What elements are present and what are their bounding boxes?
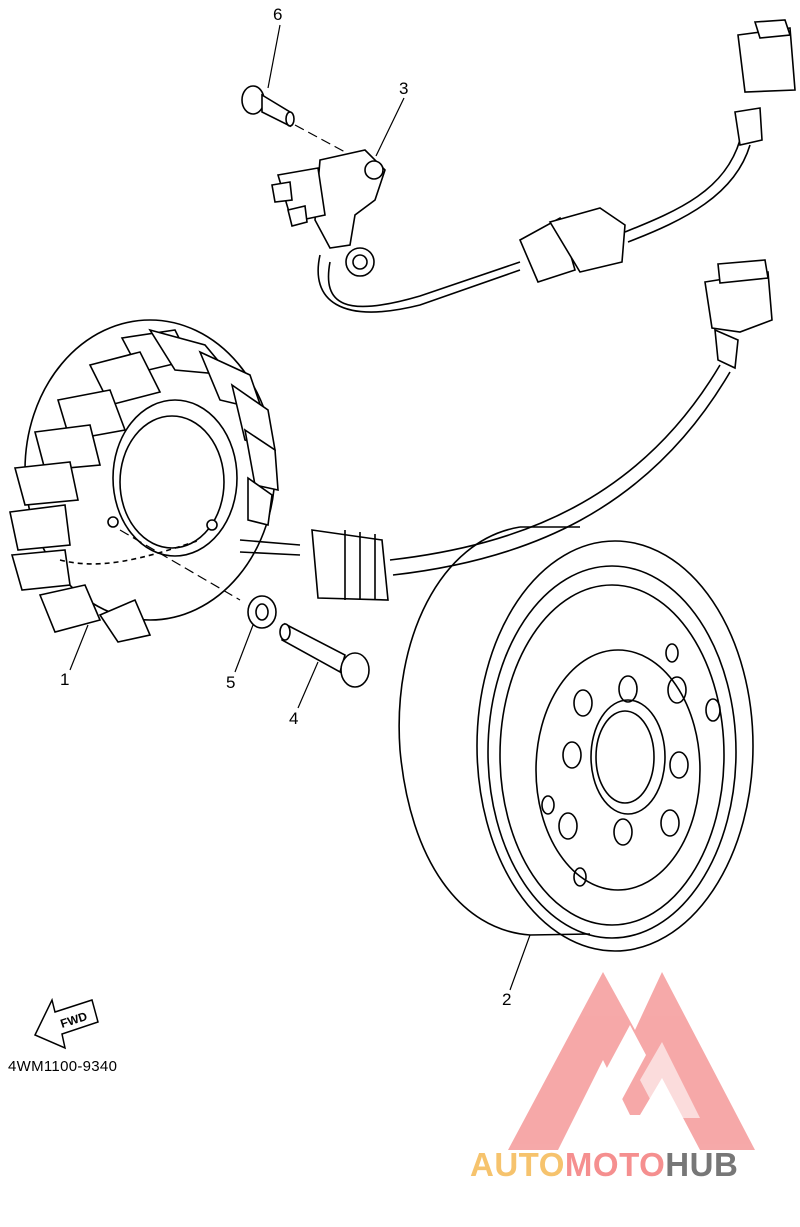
watermark-auto: AUTO — [470, 1146, 565, 1183]
flywheel-rotor-icon — [398, 526, 754, 952]
callout-6: 6 — [273, 5, 283, 24]
fwd-arrow-icon: FWD — [33, 997, 99, 1050]
pickup-coil-icon — [271, 19, 796, 313]
pickup-screw-icon — [241, 85, 295, 128]
washer-icon — [247, 595, 277, 629]
callout-5: 5 — [226, 673, 236, 692]
watermark-moto: MOTO — [564, 1146, 666, 1183]
watermark-logo-icon — [508, 972, 755, 1150]
stator-bolt-icon — [279, 622, 370, 688]
callout-2: 2 — [502, 990, 512, 1009]
callout-1: 1 — [60, 670, 70, 689]
watermark-hub: HUB — [665, 1146, 739, 1183]
callout-4: 4 — [289, 709, 299, 728]
part-code: 4WM1100-9340 — [8, 1058, 118, 1075]
watermark-text: AUTOMOTOHUB — [470, 1146, 738, 1184]
callout-3: 3 — [399, 79, 409, 98]
leader-lines — [69, 24, 531, 991]
stator-harness-icon — [311, 259, 773, 601]
stator-coil-icon — [9, 319, 301, 643]
